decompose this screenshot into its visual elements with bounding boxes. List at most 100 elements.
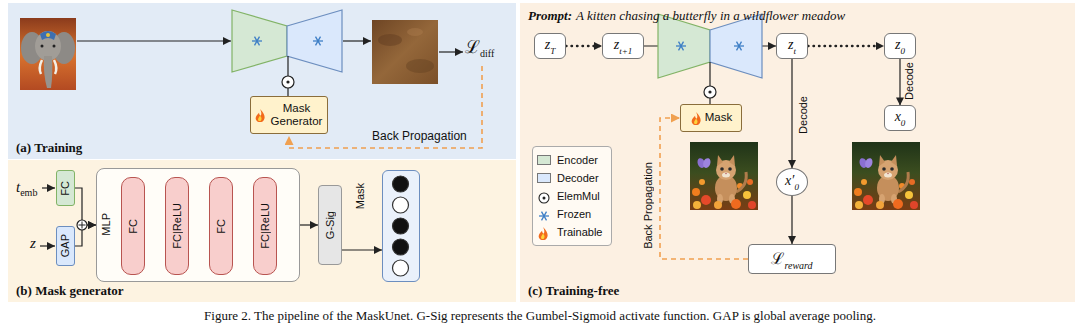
- latent-box: zt: [776, 33, 808, 58]
- illustration-part: [287, 56, 288, 76]
- illustration-part: [543, 197, 546, 200]
- layer-bar: FC|ReLU: [253, 177, 277, 275]
- illustration-part: [679, 42, 684, 51]
- illustration-part: [77, 40, 231, 41]
- symbol: z: [895, 37, 900, 52]
- subscript: 0: [901, 118, 906, 128]
- illustration-part: [41, 45, 44, 48]
- symbol: ℒ: [771, 250, 784, 267]
- figure-caption: Figure 2. The pipeline of the MaskUnet. …: [0, 308, 1080, 324]
- frozen-icon: [537, 210, 551, 222]
- connector: [660, 118, 748, 259]
- illustration-part: [255, 37, 260, 46]
- symbol: x′: [785, 173, 794, 188]
- legend-row: Frozen: [537, 205, 607, 223]
- illustration-part: [286, 80, 289, 83]
- subscript: 0: [900, 46, 905, 56]
- illustration-part: [53, 45, 56, 48]
- illustration-part: [40, 60, 42, 74]
- math-label: ℒreward: [771, 247, 812, 270]
- illustration-part: [40, 245, 55, 246]
- latent-box: zt+1: [602, 33, 644, 58]
- illustration-part: [372, 20, 438, 84]
- input-label: z: [30, 234, 36, 252]
- box-label: FC|ReLU: [260, 203, 271, 249]
- panel-label: (b) Mask generator: [16, 283, 124, 299]
- box-label: GAP: [60, 234, 71, 257]
- trainable-icon: [254, 108, 266, 122]
- legend-text: Frozen: [557, 208, 591, 220]
- legend-text: ElemMul: [557, 190, 600, 202]
- illustration-part: [406, 59, 434, 73]
- illustration-part: [691, 112, 700, 125]
- box-label: G-Sig: [325, 211, 336, 239]
- connector: [566, 45, 602, 47]
- mask-vector: Mask: [382, 170, 420, 282]
- annotation: Back Propagation: [372, 126, 467, 144]
- illustration-part: [676, 42, 686, 51]
- illustration-part: [439, 51, 463, 52]
- panel-ground: [8, 3, 516, 159]
- illustration-part: [737, 42, 742, 51]
- legend-row: ElemMul: [537, 187, 607, 205]
- illustration-part: [258, 115, 262, 121]
- illustration-part: [658, 14, 710, 78]
- illustration-part: [44, 56, 53, 88]
- illustration-part: [679, 42, 684, 51]
- unet-symbol: [232, 10, 342, 72]
- illustration-part: [255, 37, 260, 46]
- panel-ground: [8, 160, 516, 302]
- illustration-part: [40, 31, 56, 40]
- connector: [791, 59, 792, 168]
- math-label: z0: [895, 36, 905, 55]
- mask-dot: [393, 239, 409, 255]
- subscript: t: [793, 46, 796, 56]
- symbol: x: [895, 109, 901, 124]
- image-circle: x′0: [776, 168, 808, 196]
- mlp-box: MLP FC FC|ReLU FC FC|ReLU: [96, 168, 300, 282]
- legend-text: Decoder: [557, 172, 599, 184]
- mask-dot: [393, 176, 409, 192]
- illustration-part: [539, 212, 549, 221]
- loss-label: ℒdiff: [465, 34, 494, 59]
- illustration-part: [704, 86, 716, 98]
- illustration-part: [232, 10, 287, 72]
- add-symbol: [77, 220, 87, 230]
- latent-box: z0: [884, 33, 916, 58]
- elemmul-symbol: [704, 86, 716, 98]
- illustration-part: [77, 220, 87, 230]
- loss-box: ℒreward: [748, 244, 836, 274]
- math-label: zt: [788, 36, 796, 55]
- illustration-part: [542, 212, 547, 221]
- layer-bar: FC: [121, 177, 145, 275]
- panel-label: (a) Training: [16, 140, 82, 156]
- illustration-part: [20, 18, 76, 90]
- legend-row: Decoder: [537, 169, 607, 187]
- label-text: A kitten chasing a butterfly in a wildfl…: [576, 8, 845, 23]
- legend-text: Trainable: [557, 226, 602, 238]
- legend-box: EncoderDecoderElemMulFrozenTrainable: [532, 146, 612, 246]
- kitten-image: [852, 142, 920, 210]
- symbol: z: [545, 37, 550, 52]
- group-label: MLP: [101, 213, 112, 236]
- layer-bar: FC|ReLU: [165, 177, 189, 275]
- edge-label: Back Propagation: [643, 162, 654, 249]
- illustration-part: [708, 90, 711, 93]
- box-label: FC|ReLU: [172, 203, 183, 249]
- illustration-part: [539, 193, 549, 203]
- box-label: FC: [216, 219, 227, 234]
- illustration-part: [316, 37, 321, 46]
- math-label: x0: [895, 108, 906, 127]
- noise-image: [372, 20, 438, 84]
- illustration-part: [407, 28, 423, 36]
- connector: [75, 188, 97, 225]
- illustration-part: [54, 60, 56, 74]
- connector: [899, 59, 900, 106]
- symbol: z: [614, 37, 619, 52]
- label-text: emb: [20, 187, 37, 198]
- box-label: Mask: [705, 111, 732, 124]
- elemmul-symbol: [282, 76, 294, 88]
- prompt-text: Prompt:A kitten chasing a butterfly in a…: [528, 6, 845, 24]
- illustration-part: [541, 233, 545, 239]
- activation-block: G-Sig: [318, 185, 342, 265]
